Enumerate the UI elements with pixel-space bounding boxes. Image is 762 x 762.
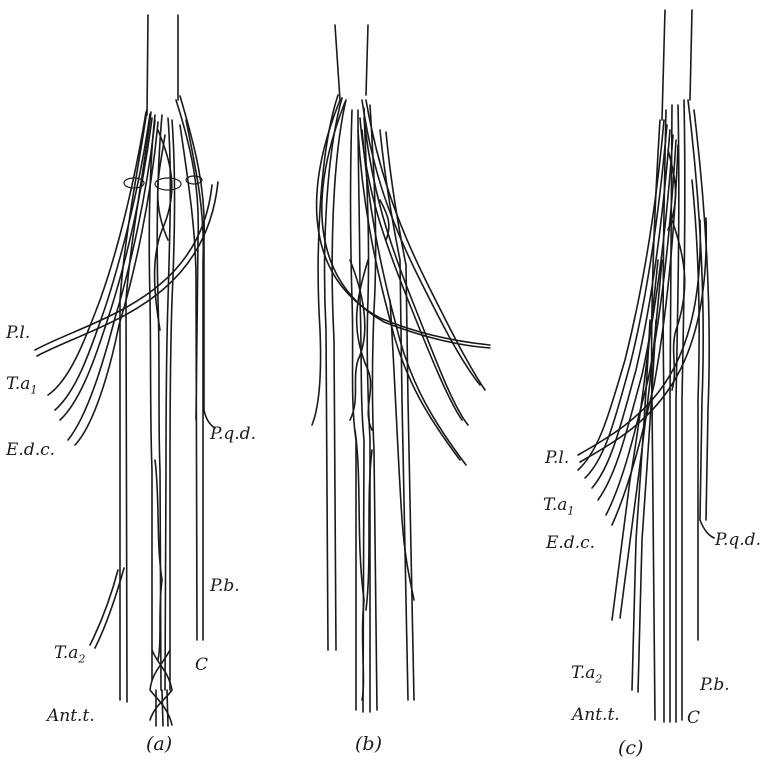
caption-b: (b)	[355, 733, 382, 755]
label-pqd-a: P.q.d.	[210, 424, 256, 444]
label-c-a: C	[195, 655, 208, 675]
figure-a-drawing	[35, 15, 218, 726]
label-edc-a: E.d.c.	[6, 440, 55, 460]
label-pb-c: P.b.	[700, 675, 730, 695]
label-ta1-c: T.a1	[543, 495, 574, 517]
trunk-b	[335, 25, 340, 100]
label-ta2-a: T.a2	[54, 643, 85, 665]
central-bundle-a	[149, 115, 155, 680]
label-pb-a: P.b.	[210, 576, 240, 596]
label-antt-c: Ant.t.	[572, 705, 620, 725]
label-edc-c: E.d.c.	[546, 533, 595, 553]
figure-c-drawing	[578, 10, 714, 722]
trunk-c	[662, 10, 665, 120]
label-pl-c: P.l.	[545, 448, 569, 468]
label-antt-a: Ant.t.	[47, 706, 95, 726]
caption-c: (c)	[618, 737, 643, 759]
label-ta1-a: T.a1	[6, 374, 37, 396]
label-pl-a: P.l.	[6, 323, 30, 343]
trunk-a	[147, 15, 148, 115]
label-ta2-c: T.a2	[571, 663, 602, 685]
peroneus-longus-b	[317, 100, 490, 345]
caption-a: (a)	[146, 733, 172, 755]
label-c-c: C	[687, 708, 700, 728]
figure-b-drawing	[312, 25, 490, 712]
label-pqd-c: P.q.d.	[715, 530, 761, 550]
